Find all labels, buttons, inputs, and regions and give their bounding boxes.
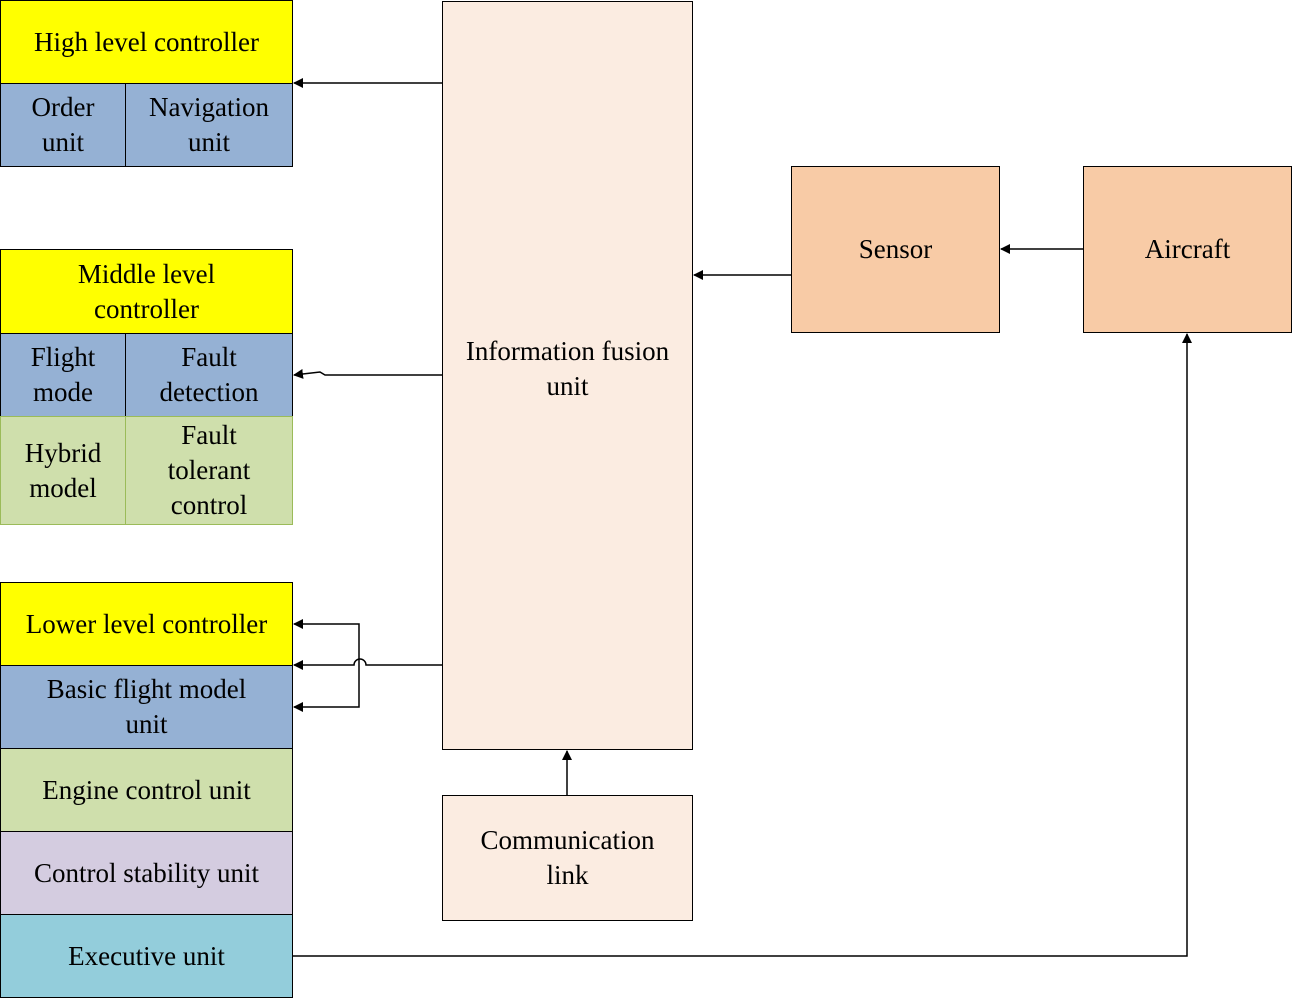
executive-unit: Executive unit	[0, 914, 293, 998]
hybrid-model: Hybrid model	[0, 416, 126, 525]
arrow-fusion-to-lower	[293, 658, 458, 670]
control-stability-unit: Control stability unit	[0, 831, 293, 915]
information-fusion-unit: Information fusion unit	[442, 1, 693, 750]
order-unit: Order unit	[0, 83, 126, 167]
communication-link: Communication link	[442, 795, 693, 921]
aircraft: Aircraft	[1083, 166, 1292, 333]
high-level-controller-label: High level controller	[34, 26, 259, 57]
arrow-branch-to-lower-title	[293, 619, 360, 665]
sensor: Sensor	[791, 166, 1000, 333]
lower-level-controller: Lower level controller	[0, 582, 293, 666]
arrow-fusion-to-middle	[293, 369, 442, 379]
flight-mode: Flight mode	[0, 333, 126, 417]
engine-control-unit: Engine control unit	[0, 748, 293, 832]
basic-flight-model-unit: Basic flight model unit	[0, 665, 293, 749]
arrow-executive-to-aircraft	[292, 333, 1192, 957]
high-level-controller: High level controller	[0, 0, 293, 84]
navigation-unit: Navigation unit	[125, 83, 293, 167]
middle-level-controller: Middle level controller	[0, 249, 293, 334]
fault-tolerant-control: Fault tolerant control	[125, 416, 293, 525]
fault-detection: Fault detection	[125, 333, 293, 417]
arrow-branch-to-basic-flight	[293, 665, 360, 712]
